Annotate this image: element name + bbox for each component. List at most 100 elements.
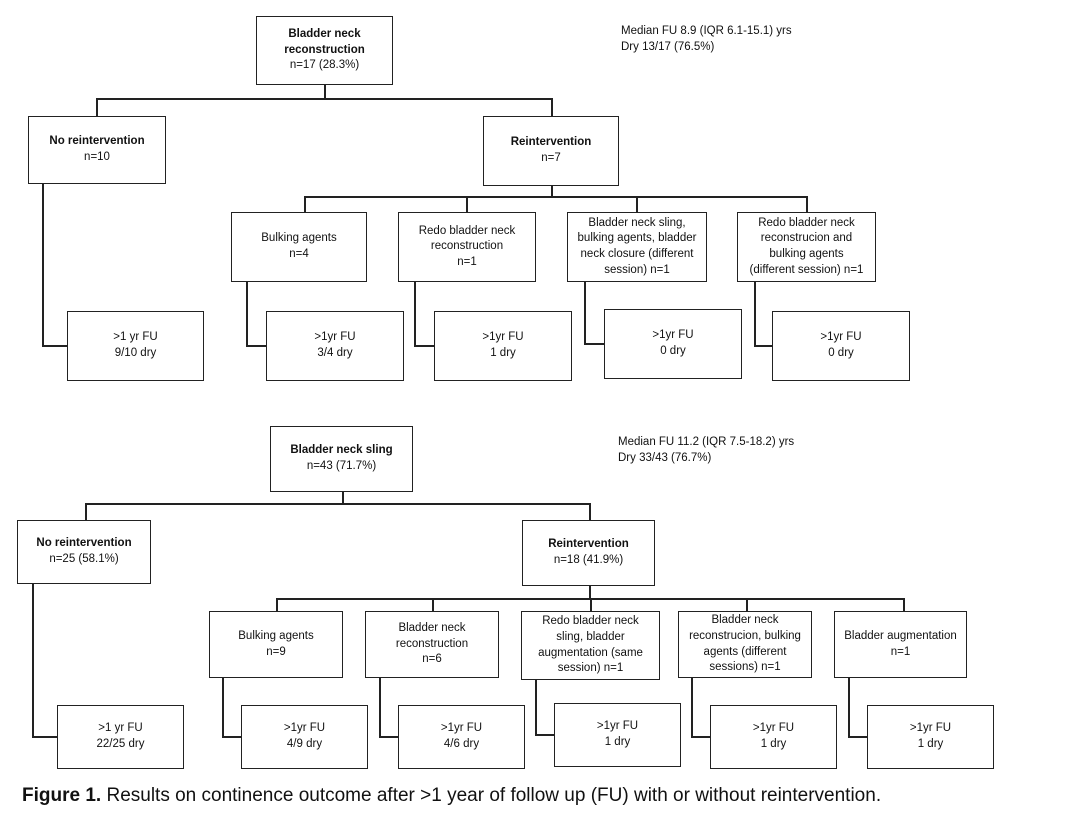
subgroup-line: Bladder neck (398, 622, 466, 635)
bottom-outcome-bulking: >1yr FU 4/9 dry (241, 705, 368, 769)
connector (848, 736, 867, 738)
connector (246, 345, 266, 347)
top-reintervention-n: n=7 (541, 152, 561, 164)
subgroup-line: augmentation (same (538, 646, 643, 659)
connector (304, 196, 306, 212)
subgroup-line: Bulking agents (238, 629, 314, 642)
top-no-reintervention-title: No reintervention (49, 135, 145, 148)
connector (589, 503, 591, 520)
subgroup-line: Bulking agents (261, 232, 337, 245)
connector (246, 282, 248, 346)
outcome-fu: >1yr FU (596, 720, 639, 733)
subgroup-line: agents (different (703, 645, 787, 658)
connector (222, 678, 224, 737)
top-outcome-redo-bulking: >1yr FU 0 dry (772, 311, 910, 381)
subgroup-line: Bladder neck (711, 614, 779, 627)
bottom-root-box: Bladder neck sling n=43 (71.7%) (270, 426, 413, 492)
outcome-dry: 1 dry (490, 347, 516, 359)
bottom-outcome-reconstruction: >1yr FU 4/6 dry (398, 705, 525, 769)
subgroup-line: reconstrucion and (760, 232, 853, 245)
bottom-root-title: Bladder neck sling (290, 444, 393, 457)
subgroup-line: sessions) n=1 (709, 661, 781, 674)
outcome-dry: 4/9 dry (286, 738, 323, 750)
top-subgroup-redo-bulking: Redo bladder neck reconstrucion and bulk… (737, 212, 876, 282)
outcome-fu: >1yr FU (440, 722, 483, 735)
top-stat-median: Median FU 8.9 (IQR 6.1-15.1) yrs (621, 25, 792, 37)
connector (636, 196, 638, 212)
connector (746, 598, 748, 611)
connector (551, 186, 553, 197)
bottom-reintervention-title: Reintervention (548, 538, 629, 551)
connector (379, 736, 398, 738)
connector (590, 598, 592, 611)
outcome-dry: 0 dry (660, 345, 686, 357)
subgroup-line: Redo bladder neck (418, 224, 516, 237)
bottom-subgroup-bulking: Bulking agents n=9 (209, 611, 343, 678)
connector (304, 196, 807, 198)
subgroup-line: (different session) n=1 (749, 263, 864, 276)
subgroup-line: session) n=1 (557, 662, 624, 675)
connector (276, 598, 278, 611)
bottom-reintervention-box: Reintervention n=18 (41.9%) (522, 520, 655, 586)
connector (551, 98, 553, 116)
outcome-fu: >1yr FU (652, 329, 694, 342)
connector (32, 584, 34, 737)
top-no-reintervention-n: n=10 (84, 151, 110, 163)
connector (691, 736, 710, 738)
subgroup-line: bulking agents (769, 248, 844, 260)
connector (903, 598, 905, 611)
connector (414, 282, 416, 346)
outcome-fu: >1 yr FU (98, 722, 143, 735)
connector (535, 734, 554, 736)
figure-caption: Figure 1. Results on continence outcome … (22, 785, 881, 807)
top-root-box: Bladder neck reconstruction n=17 (28.3%) (256, 16, 393, 85)
bottom-stat-dry: Dry 33/43 (76.7%) (618, 451, 712, 464)
top-outcome-redo-reconstruction: >1yr FU 1 dry (434, 311, 572, 381)
subgroup-line: session) n=1 (604, 263, 670, 276)
outcome-dry: 1 dry (760, 738, 787, 750)
subgroup-line: sling, bladder (556, 630, 625, 643)
outcome-dry: 9/10 dry (114, 347, 157, 359)
connector (466, 196, 468, 212)
subgroup-line: n=1 (890, 645, 911, 658)
top-stat-dry: Dry 13/17 (76.5%) (621, 40, 715, 53)
connector (42, 184, 44, 346)
subgroup-line: reconstrucion, bulking (689, 629, 801, 642)
top-no-reintervention-box: No reintervention n=10 (28, 116, 166, 184)
connector (535, 680, 537, 735)
connector (589, 586, 591, 599)
bottom-root-n: n=43 (71.7%) (306, 460, 377, 472)
outcome-fu: >1 yr FU (113, 331, 158, 344)
bottom-no-reintervention-title: No reintervention (36, 537, 132, 550)
outcome-dry: 3/4 dry (317, 347, 353, 359)
outcome-fu: >1yr FU (314, 331, 356, 344)
connector (96, 98, 552, 100)
subgroup-line: reconstruction (395, 637, 469, 650)
top-reintervention-title: Reintervention (510, 136, 592, 149)
connector (414, 345, 434, 347)
subgroup-line: Bladder neck sling, (588, 216, 686, 229)
top-root-title: Bladder neck reconstruction (284, 28, 365, 56)
connector (342, 492, 344, 504)
connector (32, 736, 57, 738)
subgroup-line: reconstruction (430, 240, 504, 253)
connector (806, 196, 808, 212)
bottom-subgroup-augmentation: Bladder augmentation n=1 (834, 611, 967, 678)
top-outcome-sling-closure: >1yr FU 0 dry (604, 309, 742, 379)
outcome-fu: >1yr FU (752, 722, 795, 735)
bottom-no-reintervention-n: n=25 (58.1%) (49, 553, 119, 565)
connector (754, 345, 772, 347)
connector (222, 736, 241, 738)
outcome-dry: 1 dry (917, 738, 944, 750)
connector (379, 678, 381, 737)
bottom-no-reintervention-box: No reintervention n=25 (58.1%) (17, 520, 151, 584)
bottom-stat-median: Median FU 11.2 (IQR 7.5-18.2) yrs (618, 436, 795, 448)
subgroup-line: Bladder augmentation (844, 629, 957, 642)
caption-text: Results on continence outcome after >1 y… (101, 785, 882, 806)
connector (324, 85, 326, 99)
subgroup-line: n=9 (266, 645, 286, 658)
subgroup-line: n=4 (289, 248, 309, 260)
bottom-outcome-redo-sling: >1yr FU 1 dry (554, 703, 681, 767)
top-outcome-bulking: >1yr FU 3/4 dry (266, 311, 404, 381)
outcome-dry: 22/25 dry (96, 738, 145, 750)
